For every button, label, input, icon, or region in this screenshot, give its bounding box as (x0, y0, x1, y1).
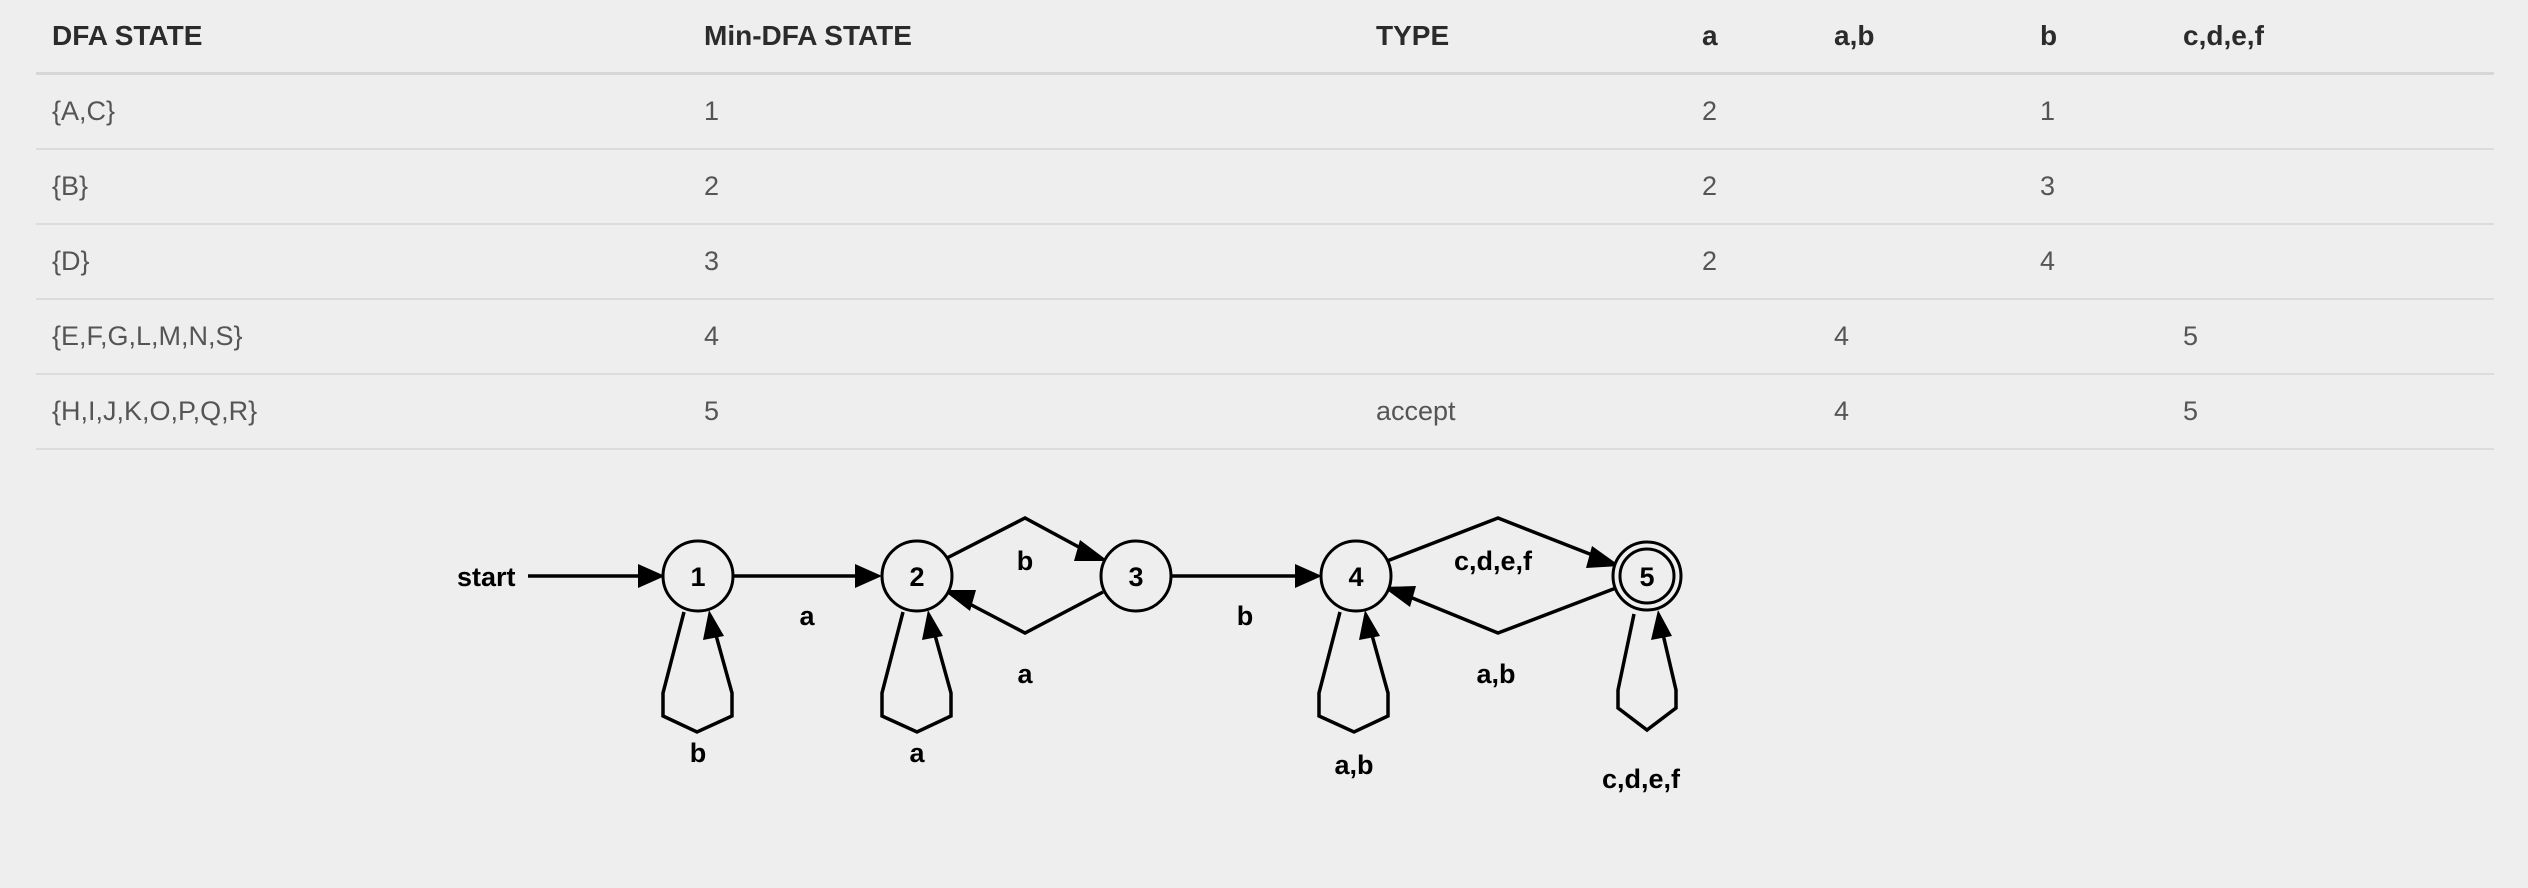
edge-label-3-to-4: b (1237, 601, 1254, 631)
cell-min-dfa-state: 4 (688, 299, 1360, 375)
cell-ab (1818, 149, 2024, 225)
cell-cdef: 5 (2167, 299, 2494, 375)
cell-dfa-state: {B} (36, 149, 688, 225)
state-node-1: 1 (661, 539, 735, 613)
edge-label-1-to-2: a (799, 601, 815, 631)
start-arrow (528, 564, 665, 588)
self-loop-2 (880, 610, 953, 734)
edge-label-4-to-5: c,d,e,f (1454, 546, 1533, 576)
edge-label-4-to-4: a,b (1334, 750, 1373, 780)
edge-2-to-3 (946, 516, 1108, 561)
cell-min-dfa-state: 2 (688, 149, 1360, 225)
state-label-3: 3 (1128, 562, 1143, 592)
cell-cdef (2167, 224, 2494, 300)
cell-dfa-state: {A,C} (36, 73, 688, 150)
cell-type (1360, 224, 1686, 300)
col-header-type: TYPE (1360, 0, 1686, 75)
cell-a (1686, 299, 1818, 375)
state-label-4: 4 (1348, 562, 1363, 592)
cell-ab (1818, 224, 2024, 300)
col-header-b: b (2024, 0, 2167, 75)
start-label: start (457, 562, 516, 592)
cell-type: accept (1360, 374, 1686, 450)
state-label-5: 5 (1639, 562, 1654, 592)
cell-ab: 4 (1818, 299, 2024, 375)
cell-dfa-state: {D} (36, 224, 688, 300)
cell-dfa-state: {H,I,J,K,O,P,Q,R} (36, 374, 688, 450)
cell-b: 1 (2024, 73, 2167, 150)
table-row: {A,C} 1 2 1 (36, 73, 2494, 150)
cell-cdef (2167, 149, 2494, 225)
table-row: {H,I,J,K,O,P,Q,R} 5 accept 4 5 (36, 374, 2494, 450)
cell-ab: 4 (1818, 374, 2024, 450)
self-loop-5 (1616, 610, 1678, 733)
cell-b: 3 (2024, 149, 2167, 225)
dfa-table: DFA STATE Min-DFA STATE TYPE a a,b b c,d… (36, 0, 2494, 450)
edge-3-to-2 (943, 590, 1104, 635)
state-label-2: 2 (909, 562, 924, 592)
cell-min-dfa-state: 1 (688, 73, 1360, 150)
cell-type (1360, 149, 1686, 225)
cell-dfa-state: {E,F,G,L,M,N,S} (36, 299, 688, 375)
edge-4-to-5 (1386, 516, 1620, 568)
cell-a: 2 (1686, 73, 1818, 150)
edge-label-5-to-5: c,d,e,f (1602, 764, 1681, 794)
cell-ab (1818, 73, 2024, 150)
cell-a: 2 (1686, 149, 1818, 225)
cell-b (2024, 299, 2167, 375)
table-row: {E,F,G,L,M,N,S} 4 4 5 (36, 299, 2494, 375)
cell-cdef: 5 (2167, 374, 2494, 450)
self-loop-4 (1317, 610, 1390, 734)
table-row: {B} 2 2 3 (36, 149, 2494, 225)
cell-min-dfa-state: 5 (688, 374, 1360, 450)
edge-label-1-to-1: b (690, 738, 707, 768)
col-header-cdef: c,d,e,f (2167, 0, 2494, 75)
edge-label-2-to-3: b (1017, 546, 1034, 576)
state-label-1: 1 (690, 562, 705, 592)
edge-label-2-to-2: a (909, 738, 925, 768)
col-header-a: a (1686, 0, 1818, 75)
col-header-min-dfa-state: Min-DFA STATE (688, 0, 1360, 75)
self-loop-1 (661, 610, 734, 734)
edge-1-to-2 (733, 564, 882, 588)
state-node-4: 4 (1319, 539, 1393, 613)
table-row: {D} 3 2 4 (36, 224, 2494, 300)
cell-a: 2 (1686, 224, 1818, 300)
edge-label-3-to-2: a (1017, 659, 1033, 689)
state-node-5-accepting: 5 (1611, 540, 1683, 612)
cell-type (1360, 299, 1686, 375)
edge-label-5-to-4: a,b (1476, 659, 1515, 689)
edge-3-to-4 (1170, 564, 1322, 588)
cell-b (2024, 374, 2167, 450)
cell-type (1360, 73, 1686, 150)
cell-min-dfa-state: 3 (688, 224, 1360, 300)
state-node-2: 2 (880, 539, 954, 613)
col-header-ab: a,b (1818, 0, 2024, 75)
edge-5-to-4 (1383, 586, 1617, 635)
col-header-dfa-state: DFA STATE (36, 0, 688, 75)
table-header-row: DFA STATE Min-DFA STATE TYPE a a,b b c,d… (36, 0, 2494, 75)
cell-b: 4 (2024, 224, 2167, 300)
state-node-3: 3 (1099, 539, 1173, 613)
cell-cdef (2167, 73, 2494, 150)
cell-a (1686, 374, 1818, 450)
